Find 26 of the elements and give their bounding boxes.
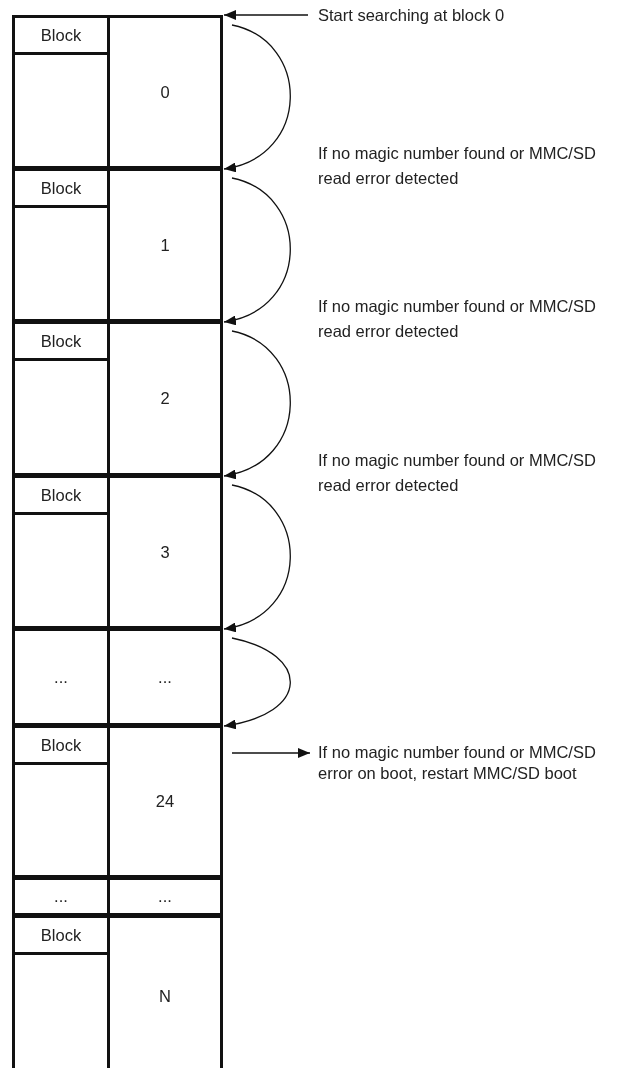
memory-block-row [12,725,223,878]
arrow [223,177,291,324]
block-label: Block [15,171,107,208]
block-label: Block [15,918,107,955]
arrow [223,24,291,171]
memory-block-row [12,877,223,916]
block-label: Block [15,728,107,765]
block-label: Block [15,324,107,361]
annotation-text: Start searching at block 0 [318,5,618,26]
arrow [231,748,311,758]
arrow [223,10,309,20]
arrow [223,637,291,729]
memory-block-row [12,475,223,629]
arrow [223,484,291,631]
memory-block-row [12,168,223,322]
annotation-text: If no magic number found or MMC/SD error on boot, restart MMC/SD boot [318,742,618,784]
block-label: Block [15,18,107,55]
arrow [223,330,291,478]
ellipsis-text: ... [53,886,69,907]
block-number: N [107,918,220,1068]
memory-block-row [12,15,223,169]
memory-block-row [12,628,223,726]
ellipsis-text: ... [53,666,69,688]
memory-block-row [12,915,223,1068]
block-label: Block [15,478,107,515]
memory-block-row [12,321,223,476]
